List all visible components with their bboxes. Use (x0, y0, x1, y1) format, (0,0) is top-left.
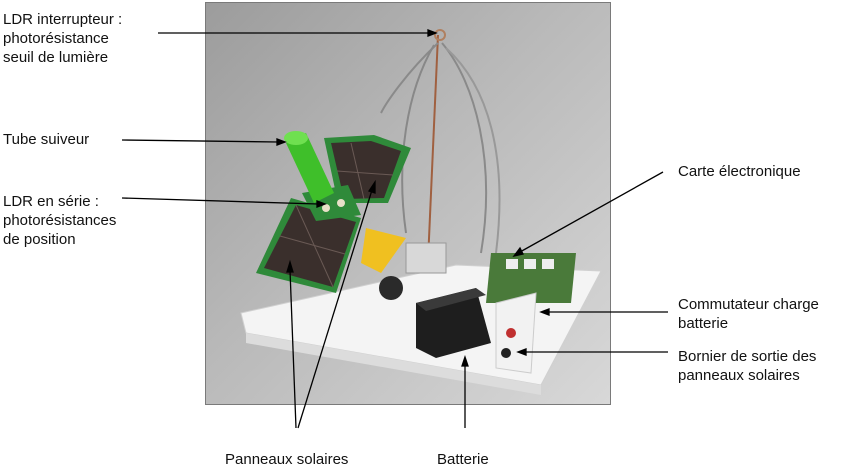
yellow-bracket (361, 228, 406, 273)
label-commutateur: Commutateur charge batterie (678, 295, 819, 333)
solar-tracker-illustration (240, 29, 602, 395)
label-line: batterie (678, 315, 729, 332)
label-batterie: Batterie (437, 450, 489, 469)
product-photo (205, 2, 611, 405)
label-carte-electronique: Carte électronique (678, 162, 801, 181)
label-ldr-interrupteur: LDR interrupteur : photorésistance seuil… (3, 10, 122, 67)
tracker-tube (286, 133, 334, 203)
label-line: panneaux solaires (678, 367, 800, 384)
antenna-wire (427, 34, 439, 262)
label-line: Batterie (437, 451, 489, 468)
label-line: Bornier de sortie des (678, 348, 817, 365)
label-line: photorésistances (3, 212, 117, 229)
label-line: LDR en série : (3, 193, 99, 210)
label-bornier: Bornier de sortie des panneaux solaires (678, 347, 816, 385)
label-line: LDR interrupteur : (3, 11, 123, 28)
label-ldr-serie: LDR en série : photorésistances de posit… (3, 192, 116, 249)
label-panneaux-solaires: Panneaux solaires (225, 450, 348, 469)
motor (405, 242, 447, 274)
label-line: photorésistance (3, 30, 109, 47)
label-line: seuil de lumière (3, 49, 109, 66)
ldr-sensor (434, 29, 446, 41)
label-line: Commutateur charge (678, 296, 819, 313)
gear (379, 276, 403, 300)
label-line: Tube suiveur (3, 131, 90, 148)
label-line: Panneaux solaires (225, 451, 349, 468)
label-tube-suiveur: Tube suiveur (3, 130, 89, 149)
label-line: Carte électronique (678, 163, 801, 180)
label-line: de position (3, 231, 76, 248)
